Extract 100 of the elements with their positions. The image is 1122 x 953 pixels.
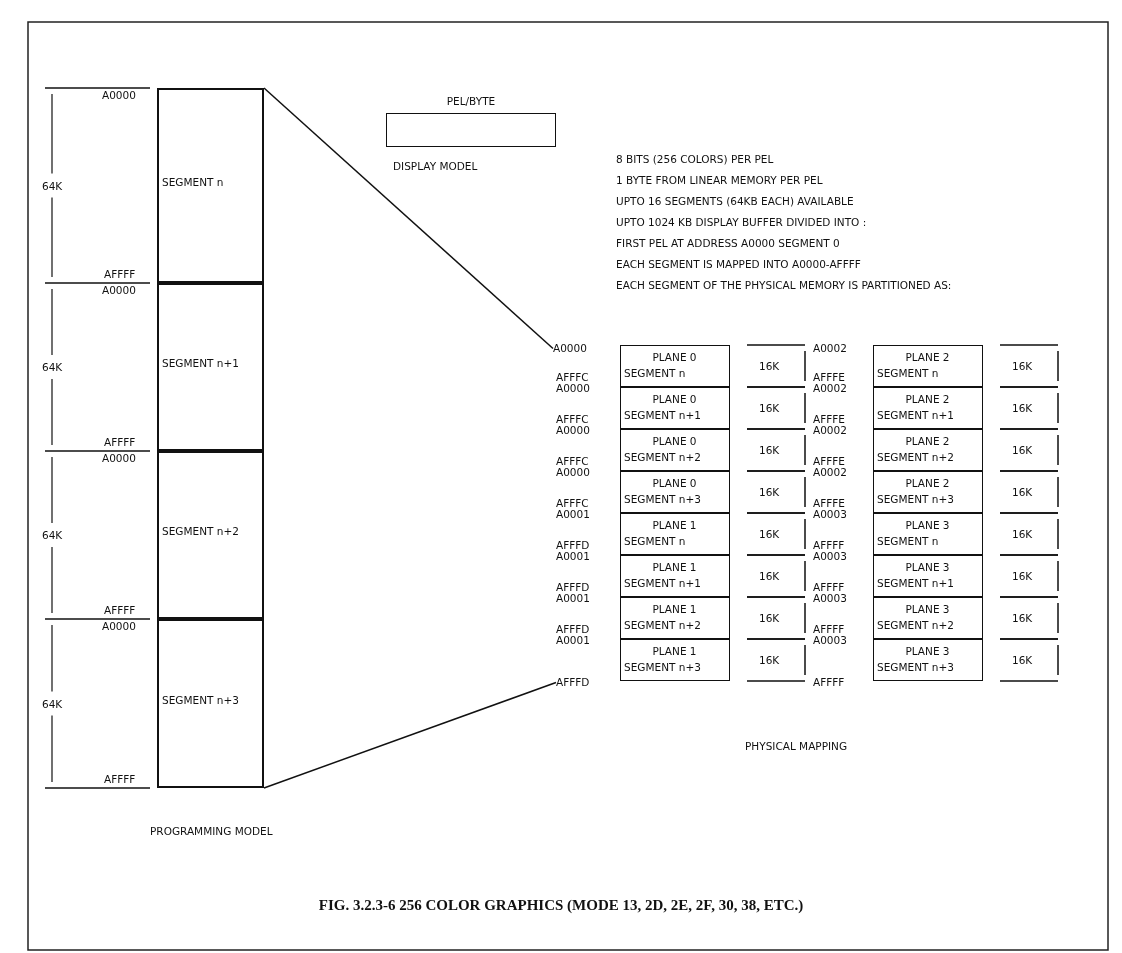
segment-label: SEGMENT n [162, 175, 224, 189]
segment-label: SEGMENT n+3 [162, 693, 239, 707]
memory-plane-box [620, 555, 730, 597]
address-label: AFFFE [813, 371, 845, 384]
address-label: A0000 [556, 424, 590, 437]
segment-label: SEGMENT n+1 [624, 577, 701, 590]
memory-plane-box [873, 387, 983, 429]
segment-label: SEGMENT n [877, 367, 939, 380]
address-label: A0000 [102, 89, 136, 102]
address-label: A0001 [556, 550, 590, 563]
model-caption: DISPLAY MODEL [393, 160, 478, 173]
memory-segment-box [157, 619, 264, 788]
segment-label: SEGMENT n+1 [162, 357, 239, 370]
address-label: AFFFF [104, 436, 136, 449]
plane-label: PLANE 1 [651, 519, 698, 532]
dimension-label: 64K [42, 361, 63, 374]
projection-line [263, 681, 557, 789]
memory-plane-box [873, 639, 983, 681]
plane-label: PLANE 1 [651, 603, 698, 616]
size-label: 16K [759, 402, 780, 415]
segment-label: SEGMENT n [624, 535, 686, 548]
size-label: 16K [1012, 612, 1033, 625]
address-label: AFFFC [556, 371, 589, 384]
segment-label: SEGMENT n+2 [624, 451, 701, 464]
address-label: A0001 [556, 634, 590, 647]
address-label: AFFFF [813, 676, 845, 689]
note-text: 8 BITS (256 COLORS) PER PEL [616, 153, 774, 166]
address-label: A0002 [813, 424, 847, 437]
plane-label: PLANE 3 [904, 645, 951, 658]
address-label: AFFFC [556, 413, 589, 426]
address-label: A0000 [556, 382, 590, 395]
memory-plane-box [620, 429, 730, 471]
address-label: A0003 [813, 634, 847, 647]
address-label: AFFFD [556, 581, 590, 594]
size-label: 16K [1012, 360, 1033, 373]
memory-segment-box [157, 283, 264, 451]
segment-label: SEGMENT n+3 [624, 493, 701, 506]
plane-label: PLANE 2 [904, 435, 951, 448]
plane-label: PLANE 2 [904, 477, 951, 490]
address-label: AFFFE [813, 455, 845, 468]
figure-caption: FIG. 3.2.3-6 256 COLOR GRAPHICS (MODE 13, 2D, 2E, 2F, 30, 38, ETC.) [317, 896, 805, 914]
segment-label: SEGMENT n+3 [877, 493, 954, 506]
note-text: FIRST PEL AT ADDRESS A0000 SEGMENT 0 [616, 237, 840, 250]
size-label: 16K [1012, 654, 1033, 667]
address-label: AFFFF [104, 773, 136, 786]
size-label: 16K [759, 612, 780, 625]
address-label: A0000 [553, 342, 587, 355]
address-label: A0003 [813, 550, 847, 563]
size-label: 16K [1012, 444, 1033, 457]
memory-plane-box [620, 471, 730, 513]
size-label: 16K [1012, 402, 1033, 415]
address-label: AFFFC [556, 455, 589, 468]
memory-plane-box [873, 345, 983, 387]
address-label: AFFFD [556, 676, 590, 689]
plane-label: PLANE 2 [904, 393, 951, 406]
address-label: AFFFE [813, 497, 845, 510]
segment-label: SEGMENT n+1 [877, 409, 954, 422]
memory-plane-box [873, 429, 983, 471]
segment-label: SEGMENT n+2 [624, 619, 701, 632]
address-label: A0003 [813, 508, 847, 521]
memory-plane-box [873, 471, 983, 513]
memory-plane-box [620, 513, 730, 555]
size-label: 16K [759, 528, 780, 541]
address-label: AFFFD [556, 623, 590, 636]
plane-label: PLANE 0 [651, 435, 698, 448]
plane-label: PLANE 0 [651, 351, 698, 364]
memory-plane-box [620, 639, 730, 681]
segment-label: SEGMENT n [877, 535, 939, 548]
address-label: A0003 [813, 592, 847, 605]
size-label: 16K [1012, 570, 1033, 583]
address-label: A0000 [556, 466, 590, 479]
memory-plane-box [620, 597, 730, 639]
model-caption: PHYSICAL MAPPING [745, 740, 848, 753]
plane-label: PLANE 1 [651, 561, 698, 574]
plane-label: PLANE 1 [651, 645, 698, 658]
memory-plane-box [873, 513, 983, 555]
segment-label: SEGMENT n+2 [877, 451, 954, 464]
plane-label: PLANE 2 [904, 351, 951, 364]
address-label: A0001 [556, 592, 590, 605]
segment-label: SEGMENT n [624, 367, 686, 380]
note-text: UPTO 1024 KB DISPLAY BUFFER DIVIDED INTO : [616, 216, 867, 229]
segment-label: SEGMENT n+2 [877, 619, 954, 632]
address-label: A0002 [813, 466, 847, 479]
note-text: EACH SEGMENT IS MAPPED INTO A0000-AFFFF [616, 258, 861, 271]
size-label: 16K [759, 486, 780, 499]
plane-label: PLANE 3 [904, 603, 951, 616]
address-label: AFFFF [813, 539, 845, 552]
dimension-label: 64K [42, 529, 63, 542]
address-label: A0002 [813, 382, 847, 395]
segment-label: SEGMENT n+3 [624, 661, 701, 674]
memory-plane-box [620, 387, 730, 429]
size-label: 16K [1012, 486, 1033, 499]
memory-plane-box [620, 345, 730, 387]
address-label: AFFFF [813, 623, 845, 636]
dimension-label: 64K [42, 697, 63, 711]
box-heading: PEL/BYTE [445, 95, 497, 108]
plane-label: PLANE 3 [904, 561, 951, 574]
address-label: A0000 [102, 620, 136, 633]
size-label: 16K [759, 360, 780, 373]
size-label: 16K [759, 444, 780, 457]
